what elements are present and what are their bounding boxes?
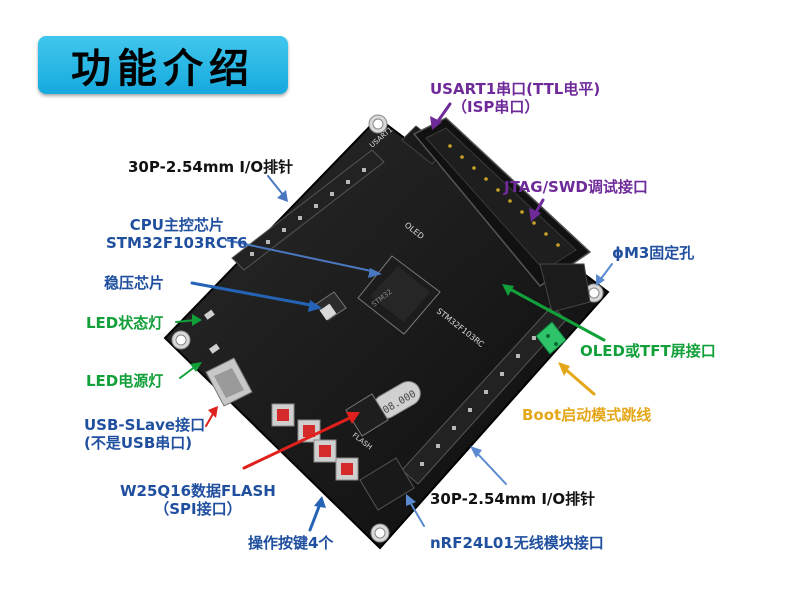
- label-boot: Boot启动模式跳线: [522, 406, 652, 424]
- flash-chip: [345, 393, 389, 437]
- jtag-pins: [448, 144, 560, 247]
- label-oled: OLED或TFT屏接口: [580, 342, 716, 360]
- label-m3-hole: ϕM3固定孔: [612, 244, 695, 262]
- label-flash: W25Q16数据FLASH （SPI接口）: [120, 482, 276, 518]
- mount-hole-top: [368, 114, 388, 134]
- keys: [271, 403, 359, 481]
- label-cpu: CPU主控芯片 STM32F103RCT6: [106, 216, 248, 252]
- arrow-m3: [599, 263, 613, 281]
- label-usb: USB-SLave接口 (不是USB串口): [84, 416, 206, 452]
- mount-hole-bottom: [370, 523, 390, 543]
- arrow-regulator: [190, 281, 318, 308]
- label-io-header-top: 30P-2.54mm I/O排针: [128, 158, 294, 176]
- boot-jumper: [535, 321, 567, 355]
- label-nrf: nRF24L01无线模块接口: [430, 534, 604, 552]
- regulator-silver: [319, 303, 337, 321]
- arrow-keys: [308, 502, 322, 532]
- oled-connector: [539, 263, 591, 313]
- arrow-nrf: [409, 501, 425, 527]
- label-led-power: LED电源灯: [86, 372, 164, 390]
- label-regulator: 稳压芯片: [104, 274, 165, 292]
- label-jtag: JTAG/SWD调试接口: [504, 178, 648, 196]
- arrow-io-bottom: [475, 451, 507, 485]
- mount-hole-left: [171, 330, 191, 350]
- arrow-io-top: [267, 175, 285, 197]
- arrow-flash: [242, 414, 356, 470]
- label-io-header-bottom: 30P-2.54mm I/O排针: [430, 490, 596, 508]
- title-box: 功能介绍: [38, 36, 288, 94]
- arrow-boot: [562, 366, 596, 396]
- arrow-cpu: [225, 239, 377, 273]
- arrow-oled: [506, 286, 606, 342]
- leds: [204, 309, 220, 354]
- label-usart1: USART1串口(TTL电平) （ISP串口）: [430, 80, 601, 116]
- label-keys: 操作按键4个: [248, 534, 334, 552]
- page-title: 功能介绍: [71, 46, 255, 92]
- label-led-status: LED状态灯: [86, 314, 164, 332]
- usb-connector: [205, 357, 253, 407]
- nrf-connector: [359, 457, 415, 511]
